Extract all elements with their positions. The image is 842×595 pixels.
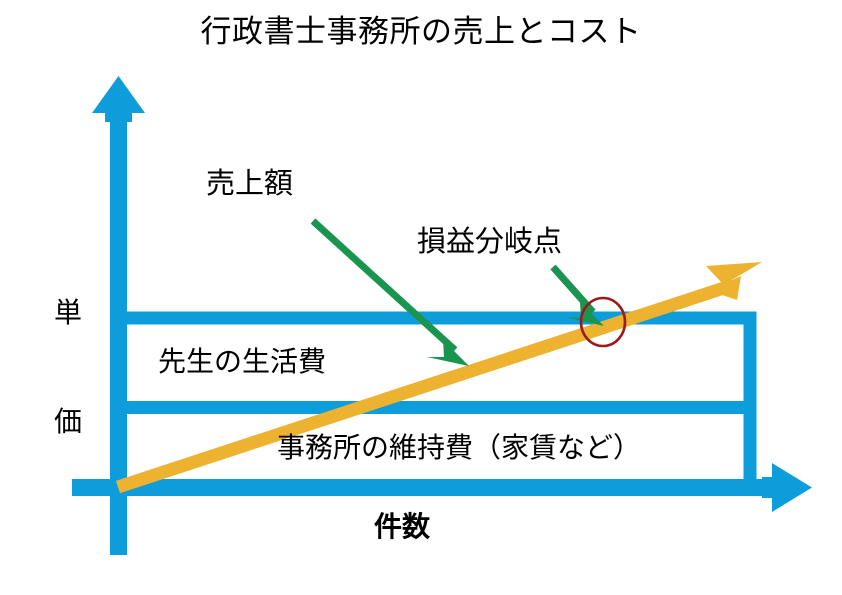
- revenue-line: [115, 278, 736, 494]
- cost-band-divider: [118, 401, 750, 414]
- revenue-line-arrow-icon: [706, 262, 762, 300]
- y-axis-arrow-icon: [92, 76, 145, 122]
- x-axis-label: 件数: [374, 511, 431, 542]
- y-axis-label: 単 価: [48, 222, 88, 513]
- revenue-annotation-arrow-line: [310, 218, 458, 353]
- y-axis-label-char-2: 価: [53, 405, 82, 437]
- breakeven-point-marker-icon: [579, 296, 627, 348]
- x-axis-arrow-icon: [762, 463, 812, 512]
- page-title: 行政書士事務所の売上とコスト: [200, 14, 642, 49]
- annotation-label-revenue: 売上額: [206, 168, 294, 200]
- annotation-label-breakeven: 損益分岐点: [417, 226, 563, 258]
- revenue-annotation-arrow-icon: [427, 340, 469, 366]
- breakeven-annotation-arrow-icon: [565, 302, 604, 326]
- cost-box-label-living-expenses: 先生の生活費: [158, 346, 327, 377]
- y-axis-label-char-1: 単: [53, 296, 82, 328]
- cost-box-label-office-maintenance: 事務所の維持費（家賃など）: [277, 432, 642, 463]
